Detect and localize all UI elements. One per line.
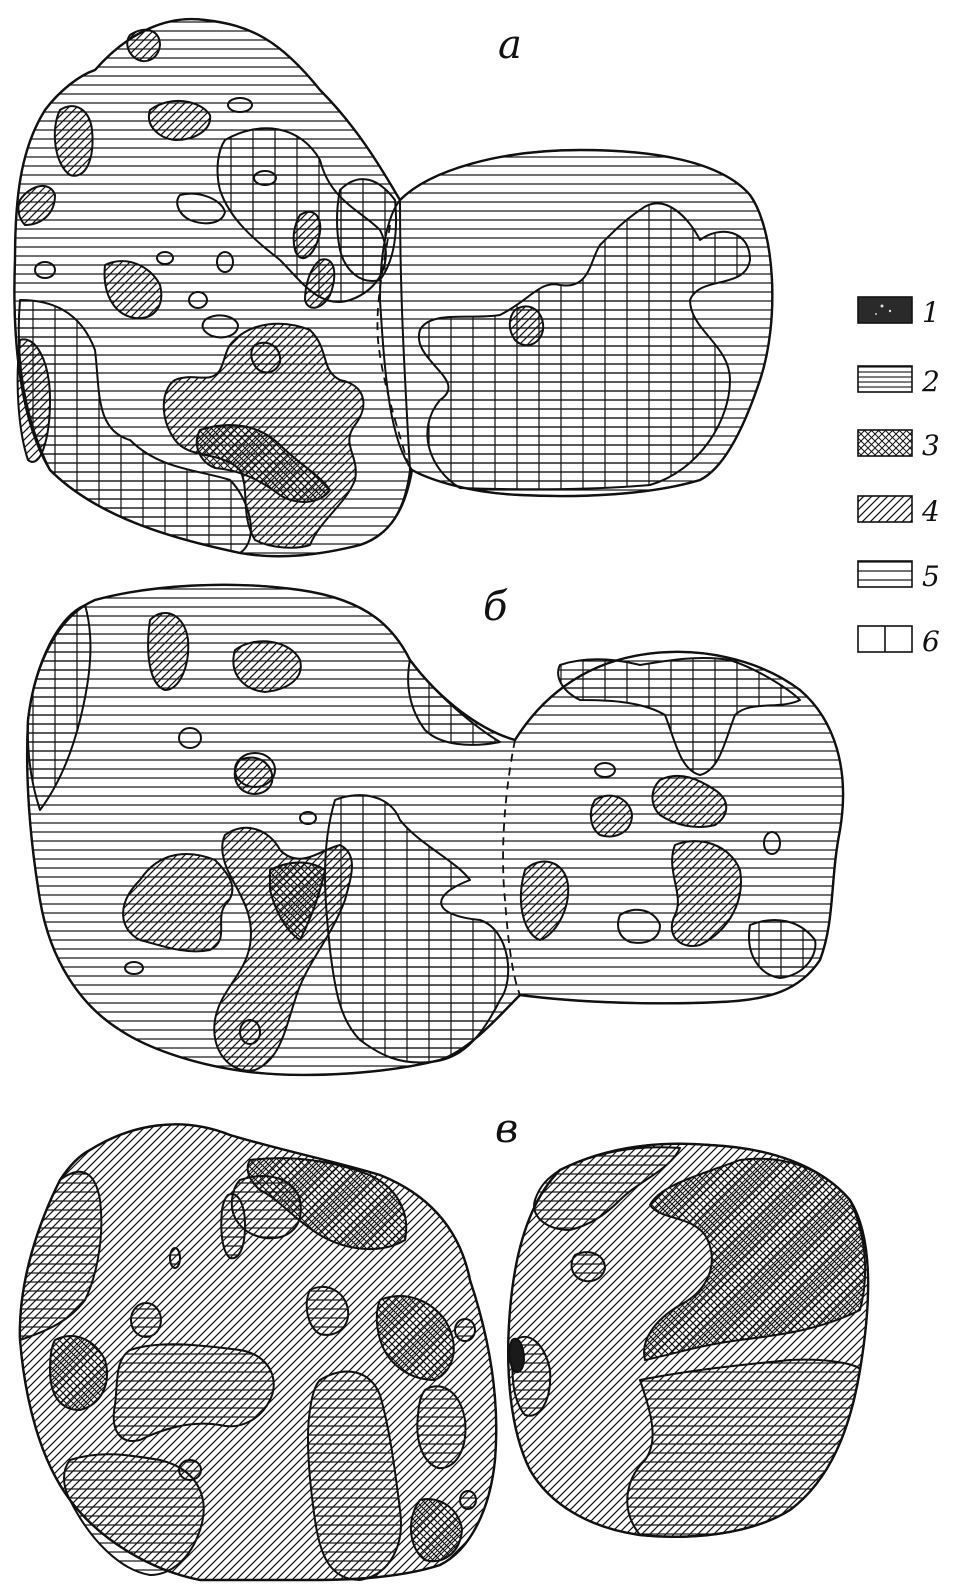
legend-item-3: 3: [858, 429, 940, 462]
inclusion: [125, 962, 143, 974]
inclusion: [131, 1303, 161, 1337]
legend-swatch-1: [858, 297, 912, 323]
inclusion: [35, 262, 55, 278]
legend-num-3: 3: [922, 429, 940, 462]
panel-c: в: [20, 1106, 868, 1580]
inclusion: [221, 1194, 245, 1258]
diagonal-zone: [510, 306, 543, 345]
inclusion: [179, 1460, 201, 1480]
inclusion: [300, 812, 316, 824]
inclusion: [455, 1319, 475, 1341]
inclusion: [203, 315, 238, 337]
horizontal-zone: [627, 1360, 860, 1537]
inclusion: [170, 1248, 180, 1268]
diagonal-zone: [149, 101, 210, 140]
inclusion: [228, 98, 252, 112]
legend-item-6: 6: [858, 625, 940, 658]
diagonal-zone: [233, 641, 300, 692]
inclusion: [764, 832, 780, 854]
inclusion: [157, 252, 173, 264]
legend-num-4: 4: [921, 495, 940, 528]
inclusion: [179, 728, 201, 748]
legend-item-2: 2: [858, 365, 940, 398]
diagonal-zone: [591, 796, 632, 837]
panel-label-c: в: [495, 1106, 518, 1152]
inclusion: [254, 171, 276, 185]
legend-num-6: 6: [922, 625, 940, 658]
legend-swatch-2: [858, 366, 912, 392]
legend-swatch-3: [858, 430, 912, 456]
inclusion: [189, 292, 207, 308]
diagonal-zone: [55, 106, 93, 176]
legend-num-2: 2: [921, 365, 940, 398]
panel-a: а: [14, 19, 772, 556]
panel-b: б: [27, 584, 843, 1075]
legend-swatch-4: [858, 496, 912, 522]
inclusion: [460, 1491, 476, 1509]
legend-num-5: 5: [922, 560, 940, 593]
inclusion: [417, 1386, 465, 1468]
inclusion: [618, 910, 660, 943]
inclusion: [595, 763, 615, 777]
legend: 1 2 3 4 5 6: [858, 296, 940, 658]
legend-swatch-5: [858, 561, 912, 587]
legend-item-5: 5: [858, 560, 940, 593]
diagonal-zone: [127, 30, 160, 61]
opaque-inclusion: [510, 1339, 524, 1372]
inclusion: [251, 343, 280, 373]
panel-label-b: б: [483, 584, 508, 630]
inclusion: [235, 753, 275, 787]
inclusion: [217, 252, 233, 272]
legend-num-1: 1: [922, 296, 940, 329]
legend-item-1: 1: [858, 296, 940, 329]
panel-label-a: а: [498, 22, 522, 68]
grid-zone: [337, 179, 396, 281]
legend-item-4: 4: [858, 495, 940, 528]
inclusion: [240, 1020, 260, 1044]
inclusion: [572, 1252, 605, 1281]
